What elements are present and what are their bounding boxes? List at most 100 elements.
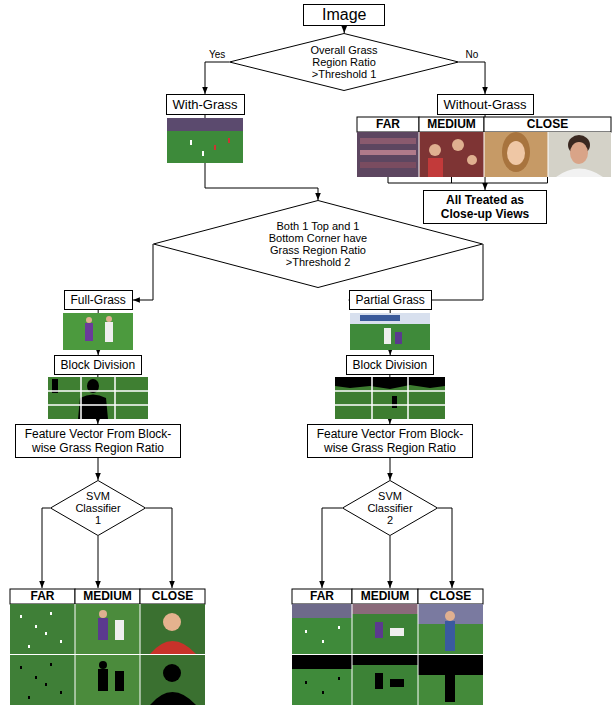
medium-photo — [352, 604, 418, 654]
non-grass — [292, 655, 352, 669]
block-grid — [48, 377, 148, 419]
players — [305, 626, 340, 643]
column-header: CLOSE — [140, 589, 205, 604]
shirt — [556, 169, 603, 178]
bracket — [388, 177, 548, 183]
decision-diamond: Both 1 Top and 1 Bottom Corner have Gras… — [153, 200, 483, 288]
flow-arrow — [390, 458, 391, 480]
header-cell — [292, 589, 352, 604]
shirt — [150, 641, 196, 654]
face — [507, 141, 525, 165]
non-grass — [163, 664, 181, 682]
player — [375, 622, 383, 638]
output-arrow — [438, 508, 452, 588]
players — [20, 612, 62, 648]
header-cell — [484, 117, 611, 132]
process-box: Block Division — [346, 355, 435, 375]
decision-diamond: SVM Classifier 2 — [342, 480, 438, 536]
column-header: CLOSE — [418, 589, 483, 604]
node-text: Image — [322, 6, 366, 24]
crowd-row — [360, 150, 416, 155]
ad-board — [350, 313, 430, 324]
stands — [292, 604, 352, 618]
non-grass — [98, 669, 108, 691]
pitch — [167, 118, 243, 163]
edge-label: No — [464, 49, 481, 60]
process-box: All Treated as Close-up Views — [423, 190, 547, 224]
far-photo — [10, 604, 75, 654]
player — [384, 328, 391, 344]
crowd-photo — [419, 132, 484, 177]
close-photo — [418, 604, 483, 654]
player — [98, 618, 108, 640]
edge-label: Yes — [207, 49, 227, 60]
flow-arrow — [205, 62, 229, 94]
node-text: Overall Grass Region Ratio >Threshold 1 — [296, 44, 392, 80]
separator — [419, 132, 548, 177]
node-text: Without-Grass — [444, 97, 527, 112]
column-header: MEDIUM — [352, 589, 418, 604]
non-grass — [115, 671, 124, 691]
node-text: With-Grass — [173, 97, 238, 112]
player — [445, 621, 455, 651]
node-text: SVM Classifier 1 — [73, 490, 123, 526]
flow-arrow — [459, 62, 485, 94]
block-division-left — [48, 377, 148, 419]
non-grass — [150, 692, 196, 705]
player — [214, 145, 216, 150]
non-grass — [335, 377, 445, 389]
grass-mask — [335, 377, 445, 419]
header-cell — [10, 589, 75, 604]
close-photo — [140, 604, 205, 654]
medium-photo — [75, 604, 140, 654]
far-photo — [292, 604, 352, 654]
medium-mask — [75, 655, 140, 705]
output-arrow — [98, 536, 99, 588]
classifier-1-results — [10, 589, 205, 705]
close-photo — [548, 132, 611, 177]
header-cell — [419, 117, 484, 132]
head — [86, 317, 92, 323]
non-grass — [99, 661, 107, 669]
crowd-row — [360, 138, 416, 144]
full-grass-thumbnail — [63, 313, 133, 350]
player — [85, 323, 93, 341]
player — [190, 140, 192, 145]
header-cell — [352, 589, 418, 604]
header-cell — [75, 589, 140, 604]
node-text: Feature Vector From Block-wise Grass Reg… — [22, 427, 174, 455]
player — [105, 322, 113, 342]
grass-mask — [48, 377, 148, 419]
header-cell — [140, 589, 205, 604]
face — [467, 155, 477, 165]
node-text: Feature Vector From Block-wise Grass Reg… — [314, 427, 466, 455]
decision-diamond: Overall Grass Region Ratio >Threshold 1 — [229, 33, 459, 91]
node-text: Block Division — [61, 358, 136, 372]
medium-mask — [352, 655, 418, 705]
header-cell — [418, 589, 483, 604]
player — [395, 332, 402, 344]
diamond-shape — [343, 481, 438, 536]
header-cell — [357, 117, 419, 132]
process-box: Image — [303, 4, 385, 26]
output-arrow — [322, 508, 342, 588]
process-box: Full-Grass — [64, 290, 133, 310]
flow-arrow — [98, 458, 99, 480]
node-text: All Treated as Close-up Views — [430, 193, 540, 221]
far-mask — [292, 655, 352, 705]
column-header: MEDIUM — [419, 117, 484, 132]
with-grass-thumbnail — [167, 118, 243, 163]
close-mask — [140, 655, 205, 705]
node-text: Partial Grass — [356, 293, 425, 307]
column-header: CLOSE — [484, 117, 611, 132]
output-arrow — [146, 508, 172, 588]
column-header: MEDIUM — [75, 589, 140, 604]
flow-arrow — [133, 244, 153, 300]
head — [445, 611, 455, 621]
separator — [10, 604, 205, 705]
non-grass — [20, 663, 62, 699]
node-text: Full-Grass — [71, 293, 126, 307]
decision-diamond: SVM Classifier 1 — [50, 480, 146, 536]
